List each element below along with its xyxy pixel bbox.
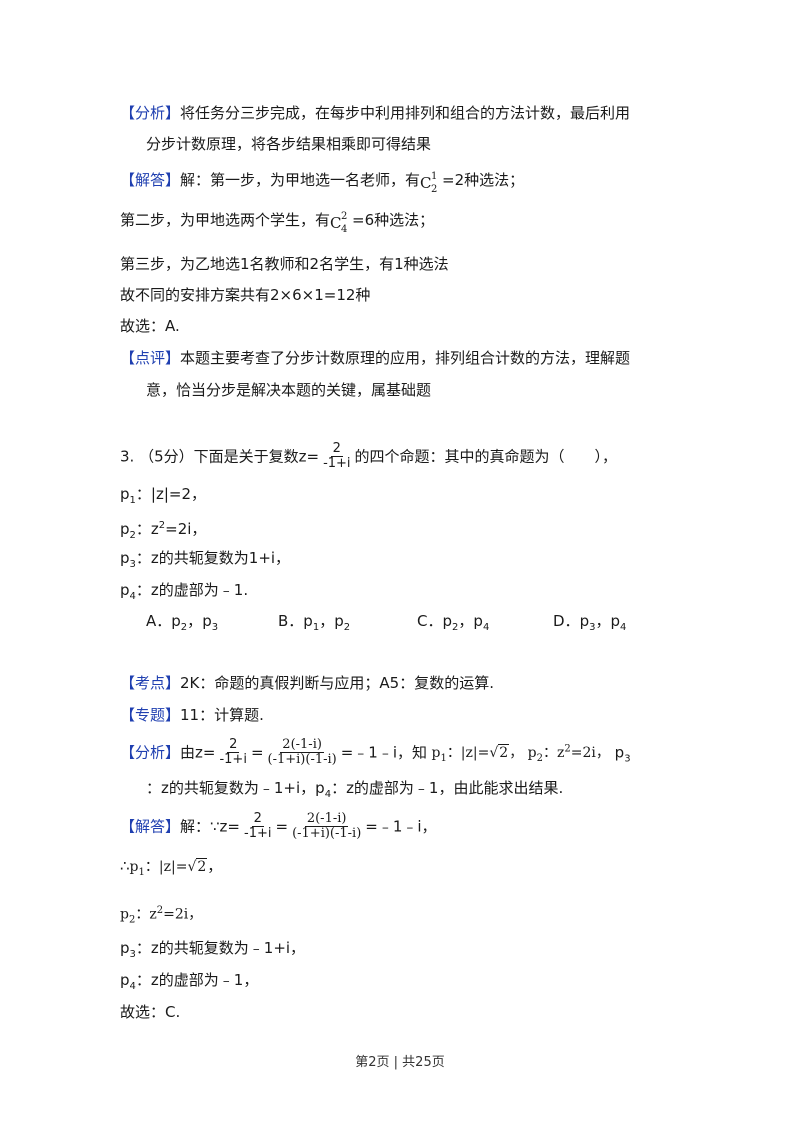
analysis3-line-2: ：z的共轭复数为﹣1+i，p4：z的虚部为﹣1，由此能求出结果.	[146, 779, 564, 800]
answer-text: =2种选法；	[442, 171, 525, 189]
zhuanti-text: 11：计算题.	[180, 706, 264, 724]
answer3-line-3: p2：z2=2i，	[120, 905, 203, 926]
sqrt-2: √2	[489, 744, 510, 762]
answer3-line-5: p4：z的虚部为﹣1，	[120, 971, 259, 992]
proposition-p1: p1：|z|=2，	[120, 485, 206, 506]
analysis-line-1: 【分析】将任务分三步完成，在每步中利用排列和组合的方法计数，最后利用	[120, 103, 630, 123]
option-a: A．p2，p3	[146, 612, 219, 633]
proposition-p3: p3：z的共轭复数为1+i，	[120, 549, 291, 570]
answer-line-5: 故选：A.	[120, 317, 180, 335]
option-b: B．p1，p2	[278, 612, 351, 633]
proposition-p2: p2：z2=2i，	[120, 520, 207, 541]
comment-text: 本题主要考查了分步计数原理的应用，排列组合计数的方法，理解题	[180, 349, 631, 367]
fraction: 2(-1-i)(-1+i)(-1-i)	[292, 811, 362, 842]
question-text: 的四个命题：其中的真命题为（ ），	[354, 447, 618, 466]
kaodian-line: 【考点】2K：命题的真假判断与应用；A5：复数的运算.	[120, 673, 494, 693]
proposition-p4: p4：z的虚部为﹣1.	[120, 581, 249, 602]
analysis3-line-1: 【分析】由z=2-1+i=2(-1-i)(-1+i)(-1-i)=﹣1﹣i，知 …	[120, 737, 631, 768]
zhuanti-tag: 【专题】	[120, 706, 181, 724]
analysis-tag: 【分析】	[120, 104, 181, 122]
option-d: D．p3，p4	[553, 612, 627, 633]
answer3-line-2: ∴p1：|z|=√2，	[120, 857, 223, 878]
fraction: 2-1+i	[219, 737, 247, 768]
answer-text: =6种选法；	[352, 211, 435, 229]
answer3-tag: 【解答】	[120, 817, 181, 836]
answer3-line-1: 【解答】解：∵z=2-1+i=2(-1-i)(-1+i)(-1-i)=﹣1﹣i，	[120, 811, 437, 842]
analysis-line-2: 分步计数原理，将各步结果相乘即可得结果	[146, 135, 432, 153]
answer-text: 解：第一步，为甲地选一名老师，有	[180, 171, 421, 189]
answer3-line-6: 故选：C.	[120, 1003, 181, 1021]
comment-tag: 【点评】	[120, 349, 181, 367]
kaodian-tag: 【考点】	[120, 674, 181, 692]
analysis3-tag: 【分析】	[120, 743, 181, 762]
comment-line-2: 意，恰当分步是解决本题的关键，属基础题	[146, 381, 432, 399]
fraction: 2-1+i	[323, 441, 351, 472]
kaodian-text: 2K：命题的真假判断与应用；A5：复数的运算.	[180, 674, 494, 692]
comment-line-1: 【点评】本题主要考查了分步计数原理的应用，排列组合计数的方法，理解题	[120, 348, 630, 368]
answer-line-4: 故不同的安排方案共有2×6×1=12种	[120, 286, 371, 304]
analysis-text: 将任务分三步完成，在每步中利用排列和组合的方法计数，最后利用	[180, 104, 631, 122]
fraction: 2(-1-i)(-1+i)(-1-i)	[267, 737, 337, 768]
answer-tag: 【解答】	[120, 171, 181, 189]
zhuanti-line: 【专题】11：计算题.	[120, 705, 264, 725]
answer3-line-4: p3：z的共轭复数为﹣1+i，	[120, 939, 306, 960]
page-footer: 第2页 | 共25页	[355, 1055, 445, 1070]
answer-text: 第二步，为甲地选两个学生，有	[120, 211, 331, 229]
answer-line-3: 第三步，为乙地选1名教师和2名学生，有1种选法	[120, 255, 449, 273]
sqrt-2: √2	[187, 858, 208, 875]
option-c: C．p2，p4	[417, 612, 490, 633]
fraction: 2-1+i	[244, 811, 272, 842]
question-text: 3. （5分）下面是关于复数z=	[120, 447, 320, 466]
